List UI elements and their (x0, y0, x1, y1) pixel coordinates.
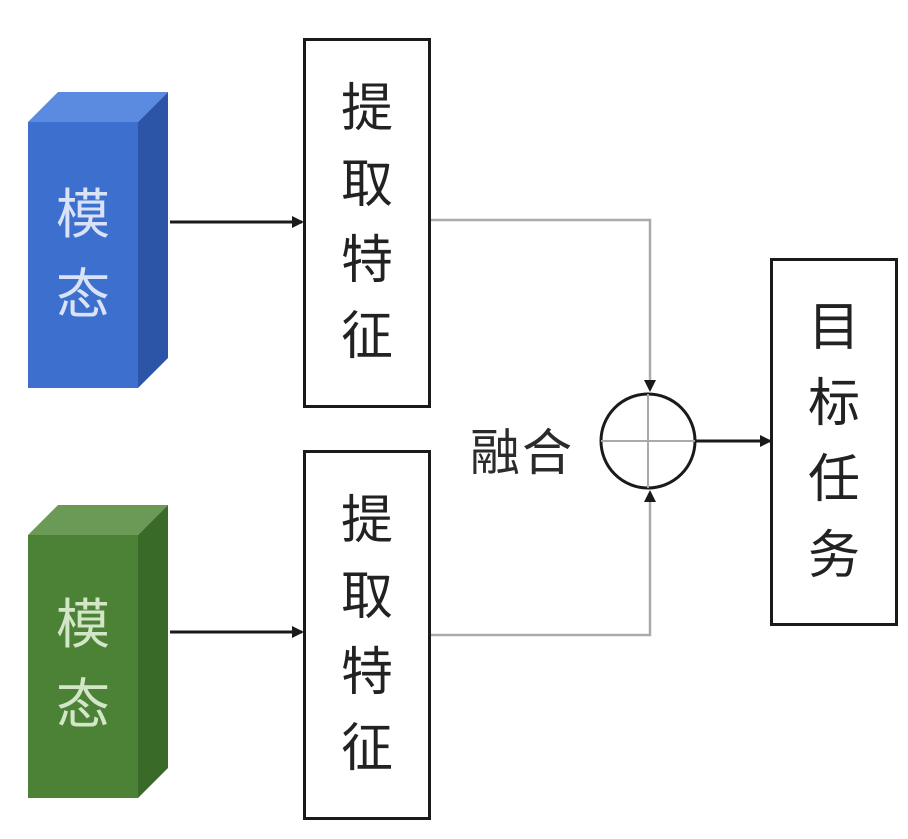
cube-front-face (28, 535, 138, 798)
modality-cube-blue (28, 92, 168, 388)
cube-side-face (138, 505, 168, 798)
cube-side-face (138, 92, 168, 388)
connector-extract2-to-fusion (430, 490, 656, 637)
modality-cube-green (28, 505, 168, 798)
target-task-label: 目 标 任 务 (807, 298, 860, 586)
fusion-symbol (599, 392, 697, 490)
target-task-box: 目 标 任 务 (770, 258, 898, 626)
extract-feature-box-1: 提 取 特 征 (303, 38, 431, 408)
modality-label-green: 模 态 (56, 593, 110, 736)
extract-feature-label-1: 提 取 特 征 (340, 79, 393, 367)
extract-feature-label-2: 提 取 特 征 (340, 491, 393, 779)
cube-front-face (28, 122, 138, 388)
cube-top-face (28, 505, 168, 535)
cube-top-face (28, 92, 168, 122)
modality-label-blue: 模 态 (56, 183, 110, 326)
connector-extract1-to-fusion (430, 218, 656, 392)
fusion-label: 融合 (470, 424, 574, 482)
extract-feature-box-2: 提 取 特 征 (303, 450, 431, 820)
